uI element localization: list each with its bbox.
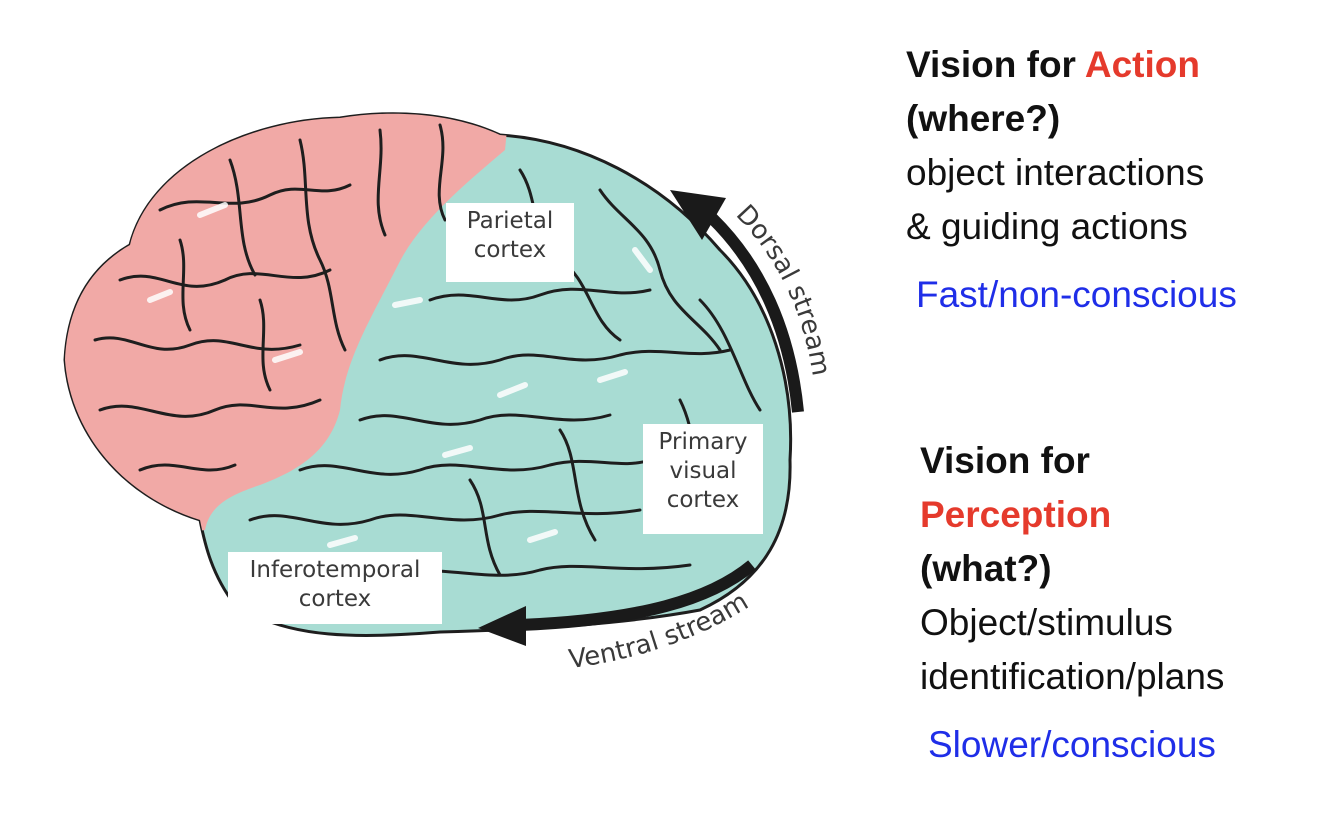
perception-heading-prefix: Vision for xyxy=(920,440,1090,481)
perception-keyword: Perception xyxy=(920,494,1112,535)
action-heading: Vision for Action xyxy=(906,38,1237,92)
vision-for-action-block: Vision for Action (where?) object intera… xyxy=(906,38,1237,322)
parietal-label-line: cortex xyxy=(473,237,547,263)
parietal-label-line: Parietal xyxy=(466,208,554,234)
perception-desc-line: identification/plans xyxy=(920,656,1225,697)
dorsal-stream-arrow xyxy=(670,190,804,413)
ventral-stream-arrow xyxy=(478,560,756,646)
primary-label-line: Primary xyxy=(658,429,748,455)
vision-for-perception-block: Vision for Perception (what?) Object/sti… xyxy=(920,434,1224,772)
action-question: (where?) xyxy=(906,98,1061,139)
action-desc-line: object interactions xyxy=(906,152,1205,193)
parietal-cortex-label: Parietal cortex xyxy=(446,203,574,282)
brain-diagram: Dorsal stream Ventral stream xyxy=(63,112,836,675)
primary-visual-cortex-label: Primary visual cortex xyxy=(643,424,763,534)
action-desc-line: & guiding actions xyxy=(906,206,1188,247)
primary-label-line: visual xyxy=(669,458,737,484)
perception-desc-line: Object/stimulus xyxy=(920,602,1173,643)
perception-question: (what?) xyxy=(920,548,1052,589)
perception-speed: Slower/conscious xyxy=(928,724,1216,765)
action-speed: Fast/non-conscious xyxy=(916,274,1237,315)
primary-label-line: cortex xyxy=(666,487,740,513)
infero-label-line: cortex xyxy=(298,586,372,612)
inferotemporal-cortex-label: Inferotemporal cortex xyxy=(228,552,442,624)
infero-label-line: Inferotemporal xyxy=(249,557,421,583)
action-heading-prefix: Vision for xyxy=(906,44,1085,85)
action-keyword: Action xyxy=(1084,44,1200,85)
